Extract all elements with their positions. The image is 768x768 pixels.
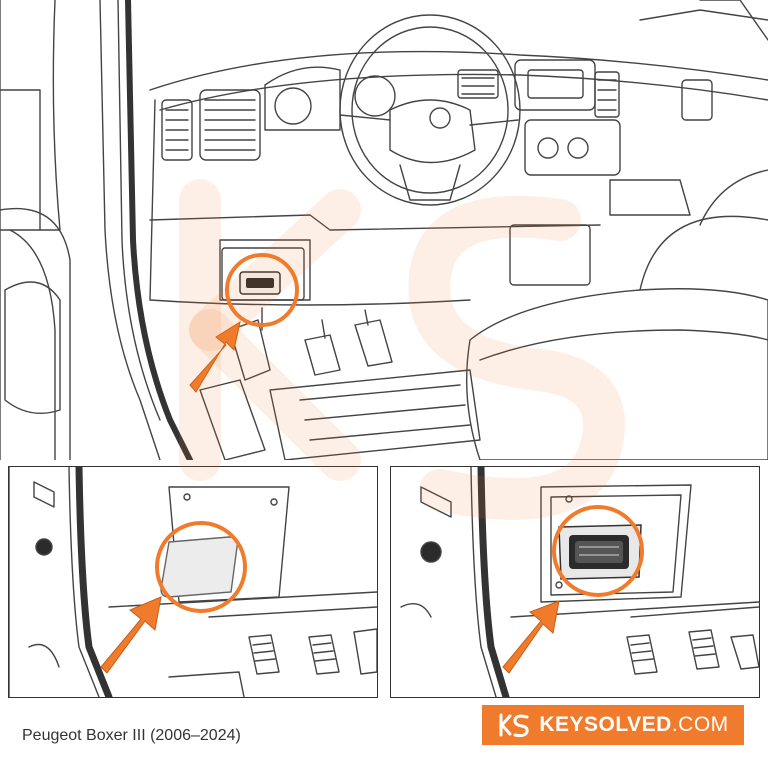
closed-cover-drawing — [9, 467, 377, 697]
brand-name: KEYSOLVED.COM — [539, 713, 728, 737]
obd-connector-circle — [552, 505, 644, 597]
ks-logo-icon — [499, 713, 529, 738]
pointer-arrow — [189, 320, 241, 393]
figure-caption: Peugeot Boxer III (2006–2024) — [22, 727, 241, 744]
pointer-arrow-right — [502, 600, 560, 674]
cover-location-circle — [155, 521, 247, 613]
lower-dash-closed-panel — [8, 466, 378, 698]
pointer-arrow-left — [100, 596, 162, 674]
obd-connector-drawing — [239, 271, 281, 295]
cover-panel-shape — [160, 536, 239, 598]
brand-name-main: KEYSOLVED — [539, 713, 672, 736]
cabin-overview-illustration — [0, 0, 768, 460]
obd-location-circle — [225, 253, 299, 327]
lower-dash-open-panel — [390, 466, 760, 698]
cabin-drawing — [0, 0, 768, 460]
brand-name-suffix: .COM — [671, 713, 729, 736]
obd-connector-open-drawing — [558, 524, 642, 580]
brand-badge: KEYSOLVED.COM — [482, 705, 744, 745]
open-cover-drawing — [400, 467, 759, 697]
